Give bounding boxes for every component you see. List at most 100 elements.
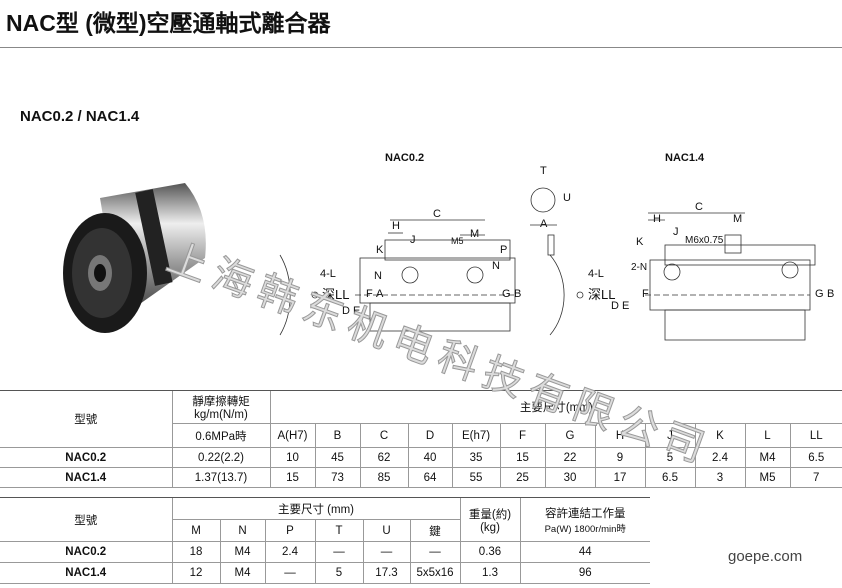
dims-header: 主要尺寸 (mm) bbox=[171, 497, 460, 520]
dim-t: T bbox=[540, 165, 547, 177]
dim-m: M bbox=[470, 228, 480, 240]
model-cell: NAC1.4 bbox=[0, 562, 172, 584]
dim-n: N bbox=[374, 270, 382, 282]
drawing-label-nac14: NAC1.4 bbox=[665, 152, 705, 164]
divider bbox=[0, 47, 842, 48]
weight-header: 重量(約)(kg) bbox=[459, 497, 520, 542]
col-header: K bbox=[694, 423, 745, 448]
value-cell: — bbox=[362, 541, 410, 563]
col-header: L bbox=[744, 423, 790, 448]
technical-drawings: NAC0.2 NAC1.4 C H J K M M5 P N N 4-L 深LL… bbox=[270, 140, 840, 380]
value-cell: 6.5 bbox=[789, 447, 842, 468]
value-cell: M4 bbox=[744, 447, 790, 468]
value-cell: 5x5x16 bbox=[409, 562, 460, 584]
value-cell: 5 bbox=[644, 447, 695, 468]
model-cell: NAC0.2 bbox=[0, 541, 172, 563]
work-cell: 96 bbox=[519, 562, 650, 584]
value-cell: 17.3 bbox=[362, 562, 410, 584]
value-cell: 3 bbox=[694, 467, 745, 488]
value-cell: 2.4 bbox=[694, 447, 745, 468]
torque-unit: kg/m(N/m) bbox=[194, 409, 248, 421]
dim-4l-key: 4-L bbox=[588, 268, 604, 280]
model-header: 型號 bbox=[0, 390, 172, 448]
value-cell: 35 bbox=[451, 447, 500, 468]
value-cell: 9 bbox=[594, 447, 645, 468]
dim-ll: 深LL bbox=[322, 287, 350, 302]
col-header: A(H7) bbox=[269, 423, 315, 448]
weight-cell: 1.3 bbox=[459, 562, 520, 584]
col-header: N bbox=[219, 519, 265, 542]
dim-b-14: B bbox=[827, 288, 835, 300]
dim-d-14: D bbox=[611, 300, 619, 312]
value-cell: 15 bbox=[269, 467, 315, 488]
dim-4l: 4-L bbox=[320, 268, 336, 280]
value-cell: 62 bbox=[359, 447, 408, 468]
value-cell: 55 bbox=[451, 467, 500, 488]
dim-j-14: J bbox=[673, 226, 679, 238]
dim-d: D bbox=[342, 305, 350, 317]
value-cell: — bbox=[409, 541, 460, 563]
col-header: H bbox=[594, 423, 645, 448]
value-cell: 17 bbox=[594, 467, 645, 488]
page-title: NAC型 (微型)空壓通軸式離合器 bbox=[6, 10, 331, 36]
dim-k: K bbox=[376, 244, 384, 256]
dim-p: P bbox=[500, 244, 508, 256]
table-row: NAC1.4 1.37(13.7) 15 73 85 64 55 25 30 1… bbox=[0, 467, 842, 488]
value-cell: 45 bbox=[314, 447, 360, 468]
value-cell: — bbox=[314, 541, 363, 563]
dim-n2: N bbox=[492, 260, 500, 272]
value-cell: M4 bbox=[219, 541, 265, 563]
dim-u: U bbox=[563, 192, 571, 204]
col-header: 鍵 bbox=[409, 519, 460, 542]
dim-c-14: C bbox=[695, 201, 703, 213]
value-cell: 73 bbox=[314, 467, 360, 488]
dim-e-14: E bbox=[622, 300, 630, 312]
col-header: C bbox=[359, 423, 408, 448]
col-header: LL bbox=[789, 423, 842, 448]
weight-unit: (kg) bbox=[480, 521, 500, 534]
dim-2n: 2-N bbox=[631, 262, 648, 273]
value-cell: 2.4 bbox=[264, 541, 315, 563]
value-cell: 6.5 bbox=[644, 467, 695, 488]
torque-cell: 0.22(2.2) bbox=[171, 447, 270, 468]
model-header: 型號 bbox=[0, 497, 172, 542]
value-cell: 22 bbox=[544, 447, 595, 468]
dim-ll-key: 深LL bbox=[588, 287, 616, 302]
col-header: G bbox=[544, 423, 595, 448]
value-cell: 25 bbox=[499, 467, 545, 488]
work-header: 容許連結工作量 Pa(W) 1800r/min時 bbox=[519, 497, 650, 542]
dims-header: 主要尺寸(mm) bbox=[269, 390, 842, 424]
work-unit: Pa(W) 1800r/min時 bbox=[544, 523, 626, 535]
value-cell: 15 bbox=[499, 447, 545, 468]
weight-cell: 0.36 bbox=[459, 541, 520, 563]
model-cell: NAC0.2 bbox=[0, 447, 172, 468]
dim-g: G bbox=[502, 288, 511, 300]
torque-title: 靜摩擦轉矩 bbox=[192, 396, 250, 408]
dim-m5: M5 bbox=[451, 236, 464, 246]
table-row: NAC1.4 12 M4 — 5 17.3 5x5x16 1.3 96 bbox=[0, 562, 650, 584]
col-header: U bbox=[362, 519, 410, 542]
work-title: 容許連結工作量 bbox=[545, 507, 626, 520]
table-row: NAC0.2 18 M4 2.4 — — — 0.36 44 bbox=[0, 541, 650, 563]
dim-b: B bbox=[514, 288, 522, 300]
value-cell: 7 bbox=[789, 467, 842, 488]
site-watermark: goepe.com bbox=[728, 548, 803, 565]
dim-k-14: K bbox=[636, 236, 644, 248]
clutch-photo bbox=[63, 183, 206, 333]
value-cell: M5 bbox=[744, 467, 790, 488]
dim-e: E bbox=[353, 305, 361, 317]
section-title: NAC0.2 / NAC1.4 bbox=[20, 108, 140, 125]
dim-j: J bbox=[410, 234, 416, 246]
value-cell: 5 bbox=[314, 562, 363, 584]
dim-m6: M6x0.75 bbox=[685, 235, 724, 246]
value-cell: M4 bbox=[219, 562, 265, 584]
value-cell: 30 bbox=[544, 467, 595, 488]
value-cell: 12 bbox=[171, 562, 220, 584]
dim-a: A bbox=[376, 288, 384, 300]
dim-a-key: A bbox=[540, 218, 548, 230]
value-cell: 40 bbox=[407, 447, 452, 468]
table-row: NAC0.2 0.22(2.2) 10 45 62 40 35 15 22 9 … bbox=[0, 447, 842, 468]
